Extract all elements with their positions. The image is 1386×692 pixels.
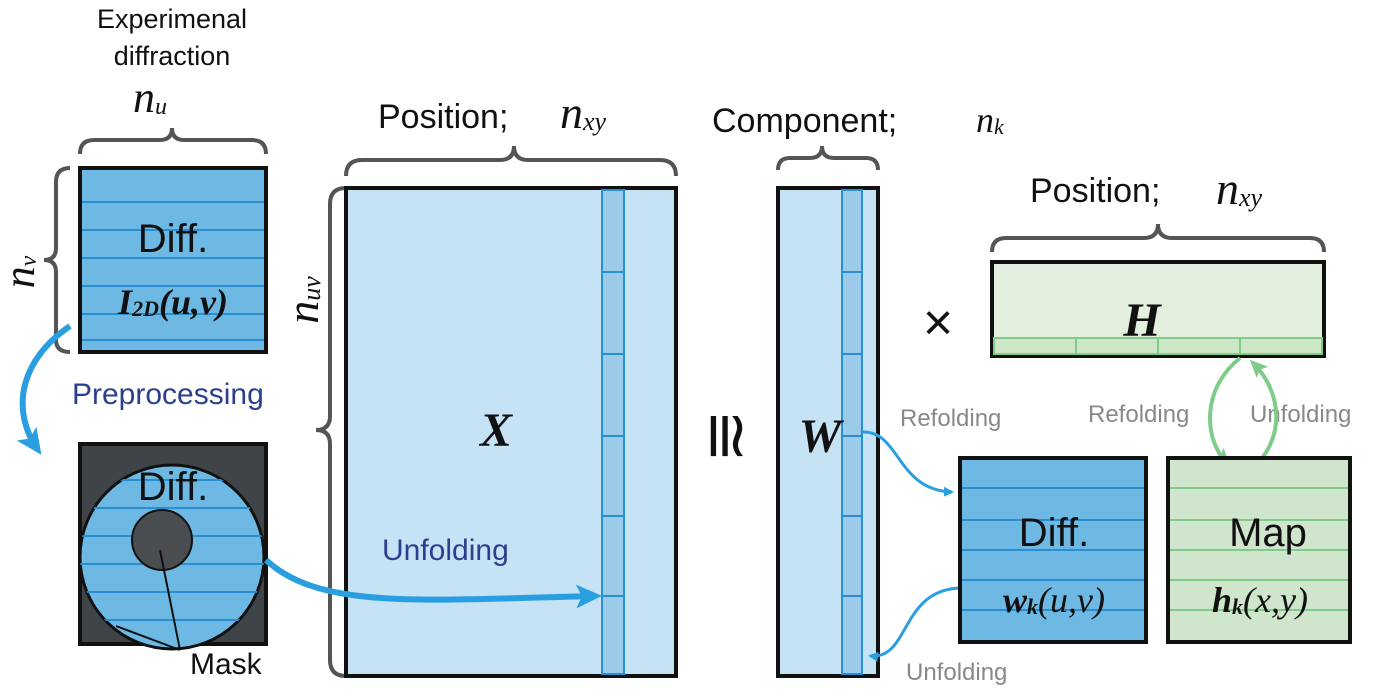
unfolding-h-label: Unfolding bbox=[1250, 401, 1351, 428]
matrix-x bbox=[344, 186, 678, 678]
hk-label: hk(x,y) bbox=[1212, 580, 1308, 620]
preprocessing-arrow bbox=[16, 323, 72, 455]
n-v-brace bbox=[43, 166, 71, 354]
map-label: Map bbox=[1229, 511, 1307, 555]
diff-label-component: Diff. bbox=[1019, 511, 1089, 555]
n-u-label: nu bbox=[133, 73, 167, 122]
position-x-brace bbox=[344, 145, 678, 177]
component-brace bbox=[776, 145, 880, 171]
matrix-x-label: X bbox=[478, 404, 513, 457]
component-label: Component; bbox=[712, 102, 897, 140]
diff-label-masked: Diff. bbox=[138, 465, 208, 509]
times-symbol: × bbox=[923, 294, 953, 352]
exp-title-line1: Experimenal bbox=[97, 4, 247, 34]
unfolding-x-label: Unfolding bbox=[382, 534, 509, 567]
approx-symbol: ≅ bbox=[691, 409, 762, 463]
refolding-arrow-w bbox=[861, 430, 954, 497]
unfolding-w-label: Unfolding bbox=[906, 659, 1007, 686]
matrix-w-label: W bbox=[799, 410, 845, 463]
n-xy-h-label: nxy bbox=[1216, 163, 1263, 214]
masked-diff-box bbox=[78, 442, 268, 651]
n-u-brace bbox=[78, 127, 268, 155]
n-xy-x-label: nxy bbox=[560, 87, 607, 138]
refolding-h-label: Refolding bbox=[1088, 401, 1189, 428]
i2d-label: I2D(u,v) bbox=[117, 282, 228, 322]
unfolding-arrow-x bbox=[263, 557, 602, 609]
matrix-w bbox=[776, 186, 880, 678]
component-diff-box bbox=[958, 456, 1148, 644]
matrix-h-label: H bbox=[1122, 294, 1162, 347]
unfolding-arrow-w bbox=[868, 586, 961, 662]
n-k-label: nk bbox=[976, 100, 1005, 140]
n-uv-label: nuv bbox=[277, 276, 328, 324]
n-uv-brace bbox=[315, 186, 347, 678]
refolding-w-label: Refolding bbox=[900, 405, 1001, 432]
wk-label: wk(u,v) bbox=[1003, 580, 1105, 620]
diff-pattern-box bbox=[78, 166, 268, 354]
mask-label: Mask bbox=[190, 648, 263, 681]
diff-label-top: Diff. bbox=[138, 217, 208, 261]
position-h-brace bbox=[990, 223, 1326, 253]
refolding-arrow-h bbox=[1208, 356, 1242, 467]
map-box bbox=[1166, 456, 1352, 644]
n-v-label: nv bbox=[0, 255, 44, 288]
preprocessing-label: Preprocessing bbox=[72, 378, 264, 411]
position-x-label: Position; bbox=[378, 98, 508, 136]
mask-pointer-lines bbox=[115, 549, 181, 651]
matrix-h bbox=[990, 260, 1326, 358]
position-h-label: Position; bbox=[1030, 172, 1160, 210]
exp-title-line2: diffraction bbox=[114, 41, 231, 71]
